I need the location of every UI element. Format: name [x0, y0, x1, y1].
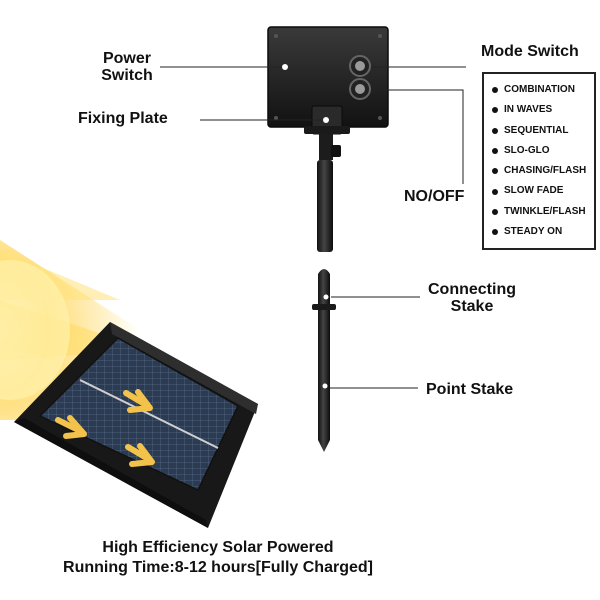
- caption: High Efficiency Solar Powered Running Ti…: [0, 538, 436, 578]
- leader-lines: [160, 66, 466, 389]
- direction-arrow-icon: [55, 389, 155, 467]
- caption-line-1: High Efficiency Solar Powered: [102, 539, 334, 556]
- solar-panel: [14, 322, 258, 528]
- mode-item: CHASING/FLASH: [492, 161, 594, 181]
- bullet-icon: [492, 87, 498, 94]
- mode-item: IN WAVES: [492, 100, 594, 120]
- power-switch-label: Power Switch: [101, 50, 153, 84]
- mode-list-box: COMBINATION IN WAVES SEQUENTIAL SLO-GLO …: [482, 72, 596, 250]
- lower-stake: [312, 269, 336, 452]
- no-off-label: NO/OFF: [404, 188, 465, 205]
- bullet-icon: [492, 168, 498, 175]
- bullet-icon: [492, 229, 498, 236]
- point-stake-label: Point Stake: [426, 381, 514, 398]
- mode-item: SLOW FADE: [492, 181, 594, 201]
- fixing-plate-label: Fixing Plate: [78, 110, 168, 127]
- bullet-icon: [492, 148, 498, 155]
- mode-item: TWINKLE/FLASH: [492, 202, 594, 222]
- mode-list: COMBINATION IN WAVES SEQUENTIAL SLO-GLO …: [484, 74, 594, 242]
- mode-item: STEADY ON: [492, 222, 594, 242]
- bullet-icon: [492, 188, 498, 195]
- control-box: [267, 26, 389, 128]
- bullet-icon: [492, 208, 498, 215]
- mode-item: SLO-GLO: [492, 141, 594, 161]
- connecting-stake-label: Connecting Stake: [428, 281, 516, 315]
- mode-item: SEQUENTIAL: [492, 121, 594, 141]
- bullet-icon: [492, 127, 498, 134]
- mode-switch-label: Mode Switch: [481, 43, 579, 60]
- mode-item: COMBINATION: [492, 80, 594, 100]
- caption-line-2: Running Time:8-12 hours[Fully Charged]: [63, 559, 373, 576]
- bullet-icon: [492, 107, 498, 114]
- upper-stake: [317, 134, 341, 252]
